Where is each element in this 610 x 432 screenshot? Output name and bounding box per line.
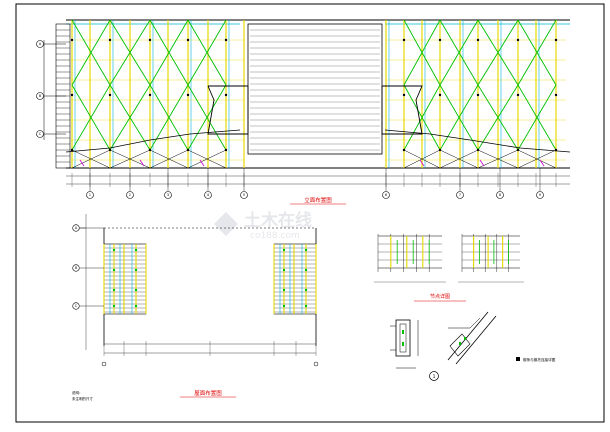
axis-bubble-bottom: 5: [240, 191, 248, 199]
plan-axis-bubble: B: [72, 264, 80, 272]
axis-bubble-bottom: 2: [126, 191, 134, 199]
axis-bubble-left: C: [36, 130, 44, 138]
svg-text:1: 1: [89, 193, 91, 197]
watermark-main: 土木在线: [244, 210, 312, 231]
svg-text:A: A: [75, 226, 78, 230]
axis-bubble-bottom: 8: [496, 191, 504, 199]
svg-text:3: 3: [167, 193, 169, 197]
note-line-1: 说明：: [72, 390, 83, 395]
lower-truss-line-right: [384, 129, 571, 153]
central-louver-panel: [247, 23, 383, 155]
svg-text:6: 6: [385, 193, 387, 197]
svg-text:A: A: [39, 42, 42, 46]
detail-note: 檩条与檩托连接详图: [523, 357, 556, 362]
detail-frame-a: [374, 234, 446, 283]
connection-detail-b: [447, 311, 497, 365]
svg-text:C: C: [39, 132, 42, 136]
watermark-sub: co188.com: [250, 231, 300, 241]
svg-text:B: B: [75, 266, 78, 270]
svg-text:9: 9: [539, 193, 541, 197]
plan-bay-outline: [103, 243, 147, 315]
plan-axis-bubble: C: [72, 302, 80, 310]
watermark: 土木在线 co188.com: [214, 210, 312, 241]
right-opening-frame: [381, 85, 423, 135]
watermark-logo-icon: [214, 212, 238, 236]
axis-bubble-bottom: 4: [204, 191, 212, 199]
lower-truss-line-left: [65, 129, 241, 153]
svg-text:4: 4: [207, 193, 209, 197]
svg-text:2: 2: [129, 193, 131, 197]
detail-frame-b: [458, 234, 524, 283]
axis-bubble-bottom: 6: [382, 191, 390, 199]
left-opening-frame: [207, 85, 249, 135]
bottom-title: 屋面布置图: [194, 389, 222, 397]
svg-text:8: 8: [499, 193, 501, 197]
note-line-2: 未注明的尺寸: [72, 396, 93, 401]
plan-axis-bubble: A: [72, 224, 80, 232]
sheet-border: [15, 3, 605, 423]
top-title: 立面布置图: [304, 196, 332, 204]
svg-text:7: 7: [459, 193, 461, 197]
axis-bubble-bottom: 7: [456, 191, 464, 199]
bottom-plan: A B C 说明： 未注明的尺寸 屋面布置图: [72, 214, 319, 401]
detail-area: 节点详图 1 檩条与檩托连接详图: [374, 234, 556, 381]
svg-text:5: 5: [243, 193, 245, 197]
axis-bubble-bottom: 3: [164, 191, 172, 199]
svg-text:B: B: [39, 94, 42, 98]
detail-note-marker: [516, 357, 520, 361]
detail-circle-label: 1: [433, 374, 436, 380]
top-elevation: A B C 1 2 3 4 5 6 7 8 9 立面布置图: [36, 19, 571, 205]
axis-bubble-bottom: 1: [86, 191, 94, 199]
axis-bubble-bottom: 9: [536, 191, 544, 199]
detail-circle-marker: [429, 371, 439, 381]
svg-text:C: C: [75, 304, 78, 308]
detail-title: 节点详图: [430, 293, 450, 300]
axis-bubble-left: A: [36, 40, 44, 48]
connection-detail-a: [390, 319, 419, 369]
axis-bubble-left: B: [36, 92, 44, 100]
